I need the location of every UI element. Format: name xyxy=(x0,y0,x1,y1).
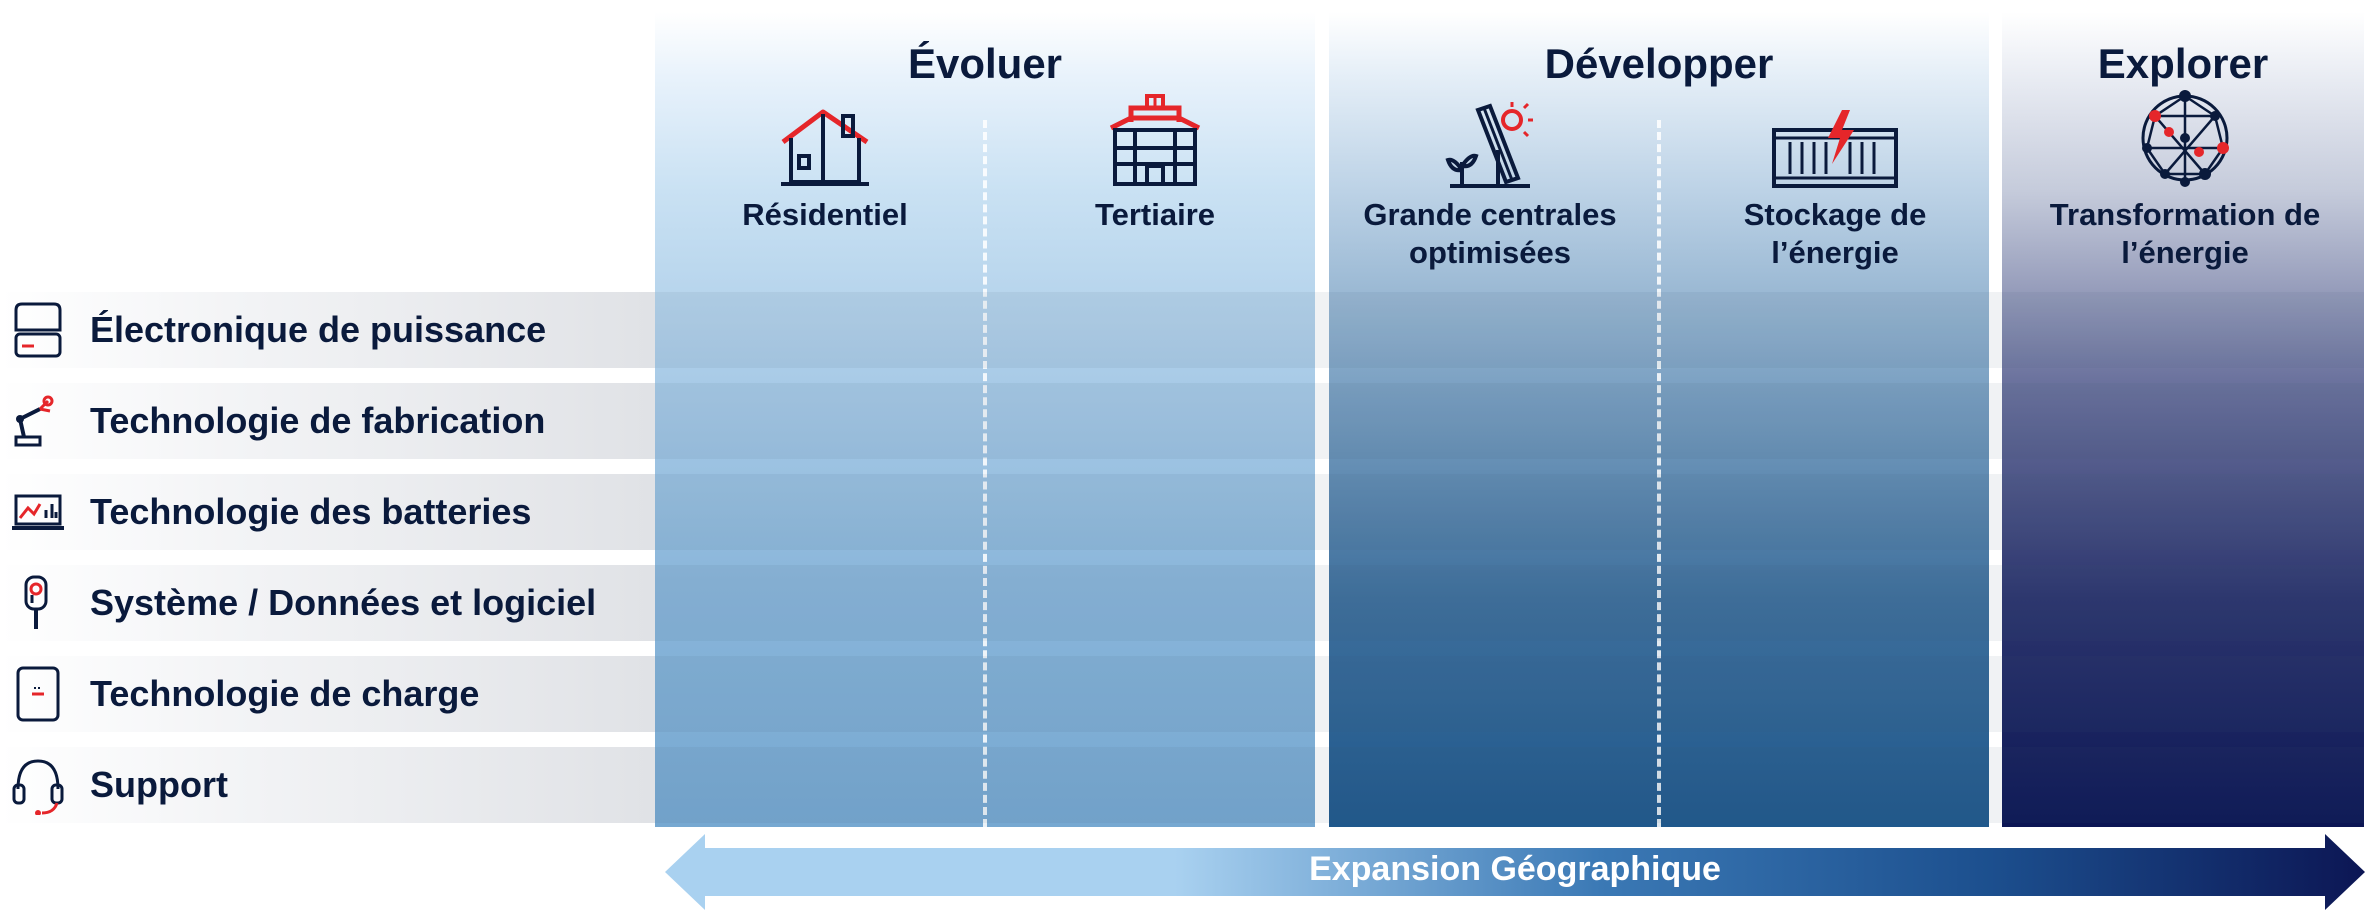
solar-panel-icon xyxy=(1445,102,1533,188)
segment-label-residentiel: Résidentiel xyxy=(742,197,908,232)
laptop-chart-icon xyxy=(12,494,64,530)
row-systeme-donnees-logiciel: Système / Données et logiciel xyxy=(0,565,2364,641)
segment-label-stockage-line2: l’énergie xyxy=(1771,235,1899,270)
headset-icon xyxy=(12,759,64,815)
group-developper: Développer xyxy=(1329,12,1989,827)
row-label: Technologie de charge xyxy=(90,673,480,714)
sensor-probe-icon xyxy=(24,575,48,629)
segment-label-transformation-line2: l’énergie xyxy=(2121,235,2249,270)
segment-residentiel: Résidentiel xyxy=(690,100,960,234)
group-title-evoluer: Évoluer xyxy=(907,40,1063,87)
segment-label-stockage-line1: Stockage de xyxy=(1743,197,1927,232)
network-globe-icon xyxy=(2141,90,2229,187)
office-building-icon xyxy=(1109,94,1201,186)
segment-divider xyxy=(1657,120,1661,827)
house-icon xyxy=(781,109,869,186)
segment-tertiaire: Tertiaire xyxy=(1020,92,1290,234)
segment-grandes-centrales: Grande centrales optimisées xyxy=(1340,100,1640,272)
group-title-explorer: Explorer xyxy=(2097,40,2269,87)
group-evoluer: Évoluer xyxy=(655,12,1315,827)
expansion-arrow xyxy=(665,834,2365,910)
row-label: Technologie des batteries xyxy=(90,491,532,532)
segment-label-tertiaire: Tertiaire xyxy=(1094,197,1216,232)
power-module-icon xyxy=(14,302,62,358)
row-electronique-de-puissance: Électronique de puissance xyxy=(0,292,2364,368)
row-label: Support xyxy=(90,764,228,805)
group-title-developper: Développer xyxy=(1544,40,1774,87)
row-technologie-de-fabrication: Technologie de fabrication xyxy=(0,383,2364,459)
charger-icon xyxy=(16,666,60,722)
arrow-label: Expansion Géographique xyxy=(1309,850,1721,888)
segment-label-transformation-line1: Transformation de xyxy=(2049,197,2321,232)
row-label: Électronique de puissance xyxy=(90,309,547,350)
segment-transformation: Transformation de l’énergie xyxy=(2020,86,2350,272)
row-label: Système / Données et logiciel xyxy=(90,582,597,623)
row-label: Technologie de fabrication xyxy=(90,400,546,441)
row-technologie-de-charge: Technologie de charge xyxy=(0,656,2364,732)
battery-container-icon xyxy=(1772,110,1898,188)
row-technologie-des-batteries: Technologie des batteries xyxy=(0,474,2364,550)
segment-divider xyxy=(983,120,987,827)
segment-stockage: Stockage de l’énergie xyxy=(1690,108,1980,272)
segment-label-grandes-centrales-line1: Grande centrales xyxy=(1363,197,1617,232)
segment-label-grandes-centrales-line2: optimisées xyxy=(1409,235,1571,270)
row-support: Support xyxy=(0,747,2364,823)
robot-arm-icon xyxy=(14,395,54,447)
